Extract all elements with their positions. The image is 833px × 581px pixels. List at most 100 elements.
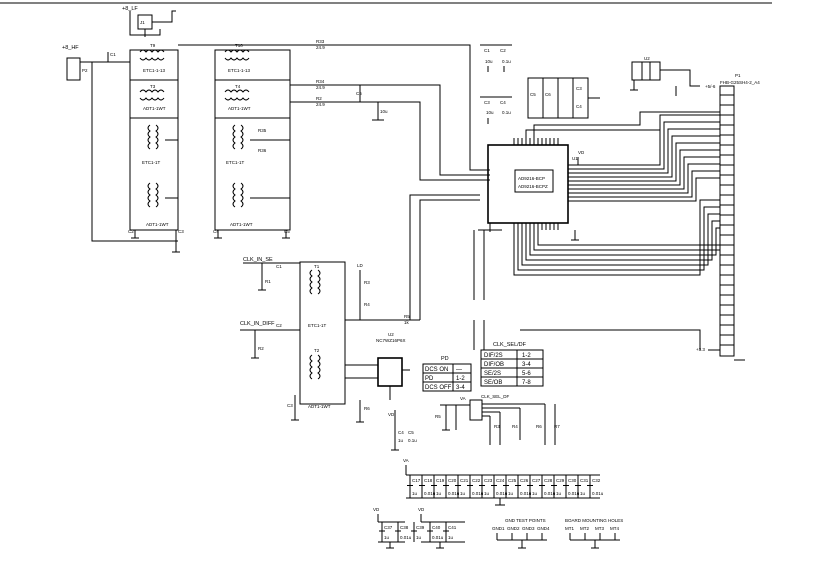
transformer-t4-coil [224, 97, 250, 101]
transformer-t9-coil [139, 57, 165, 61]
cap-label: C5 [530, 92, 536, 97]
cap-label: C4 [576, 104, 582, 109]
cap-label: C3 [484, 100, 490, 105]
connector-p1: P1 FHB-G25SH4-2_A4 +3.3 +5/-6 [520, 73, 760, 361]
pd-row-jumper: 3-4 [456, 385, 465, 391]
transformer-t3-coil [139, 97, 165, 101]
resistor-label: R6 [364, 406, 370, 411]
cap-label: C20 [448, 478, 457, 483]
cap-label: C23 [484, 478, 493, 483]
pd-table: PD DCS ON — PD 1-2 DCS OFF 3-4 [422, 356, 472, 392]
cap-label: C3 [287, 403, 293, 408]
clk-sel-table: CLK_SEL/DF DIF/2S 1-2 DIF/OB 3-4 SE/2S 5… [480, 342, 544, 387]
wire [660, 69, 700, 87]
clk-row-jumper: 1-2 [522, 353, 531, 359]
connector-p1-label: P1 [735, 73, 741, 78]
transformer-t8-coil [240, 182, 244, 208]
transformer-t8-part: ADT1-1WT [230, 222, 253, 227]
cap-label: C1 [484, 48, 490, 53]
transformer-t5-part: ETC1-1T [142, 160, 161, 165]
cap-label: C5 [408, 430, 414, 435]
cap-value: 1u [460, 491, 466, 496]
jack-p2-label: P2 [82, 68, 88, 73]
cap-value: 0.1u [502, 59, 511, 64]
cap-value: 10u [485, 59, 493, 64]
resistor-label-r34: R34 [316, 79, 325, 84]
analog-input-nets: R33 R34 R2 24.9 24.9 24.9 C6 10u [178, 39, 490, 181]
cap-label: C37 [384, 525, 393, 530]
transformer-t7-coil [155, 182, 159, 208]
cap-value: 1u [580, 491, 586, 496]
mounting-hole-label: MT1 [565, 526, 574, 531]
cap-value: 0.01u [544, 491, 556, 496]
transformer-t3-label: T3 [150, 84, 156, 89]
test-point-label: GND4 [537, 526, 550, 531]
cap-label: C30 [568, 478, 577, 483]
transformer-t1-label: T1 [314, 264, 320, 269]
input-section-lf: +8_LF J1 [122, 6, 176, 37]
resistor-label: R5 [435, 414, 441, 419]
cap-value: 1u [412, 491, 418, 496]
power-label-plus8-hf: +8_HF [62, 45, 79, 51]
clock-section: CLK_IN_SE C1 R1 CLK_IN_DIFF C2 R2 T1 ETC… [240, 194, 480, 451]
wire [178, 44, 490, 171]
clock-label-se: CLK_IN_SE [243, 257, 273, 263]
test-point-label: GND1 [492, 526, 505, 531]
resistor-value: 24.9 [316, 85, 325, 90]
transformer-t10-part: ETC1-1-13 [228, 68, 251, 73]
cap-value: 1u [416, 535, 422, 540]
cap-value: 1u [384, 535, 390, 540]
cap-value: 0.01u [432, 535, 444, 540]
cap-label: C4 [500, 100, 506, 105]
cap-value: 10u [380, 109, 388, 114]
jack-p2 [66, 57, 81, 81]
mounting-holes: BOARD MOUNTING HOLES MT1 MT2 MT3 MT4 [565, 518, 623, 549]
pd-row-mode: DCS ON [425, 367, 448, 373]
transformer-t6-coil [232, 124, 236, 150]
clk-row-jumper: 5-6 [522, 371, 531, 377]
cap-value: 0.01u [400, 535, 412, 540]
cap-value: 10u [486, 110, 494, 115]
resistor-label-r33: R33 [316, 39, 325, 44]
cap-label: C28 [544, 478, 553, 483]
transformer-column-2: T10 ETC1-1-13 T4 ADT1-1WT ETC1-1T R35 R3… [213, 43, 291, 239]
connector-p1-body [719, 85, 735, 357]
power-label-3v3: +3.3 [696, 347, 705, 352]
buffer-u2-label: U2 [388, 332, 394, 337]
cap-label: C19 [436, 478, 445, 483]
jack-j1-label: J1 [140, 20, 145, 25]
cap-value: 1u [508, 491, 514, 496]
test-points-title: GND TEST POINTS [505, 518, 546, 523]
transformer-t1-coil [309, 269, 313, 295]
transformer-t9-coil [139, 49, 165, 53]
mounting-hole-label: MT4 [610, 526, 619, 531]
pd-table-frame [422, 363, 472, 392]
cap-label: C27 [532, 478, 541, 483]
transformer-t10-coil [224, 57, 250, 61]
transformer-t2-coil [317, 354, 321, 380]
cap-label-c5: C5 [284, 229, 290, 234]
transformer-t4-coil [224, 89, 250, 93]
wire [290, 84, 490, 176]
power-label-vd: VD [388, 412, 395, 417]
ic-core [514, 169, 554, 193]
buffer-u2-body [377, 357, 403, 387]
resistor-value: 24.9 [316, 45, 325, 50]
resistor-label: R1 [265, 279, 271, 284]
power-label-plus8-lf: +8_LF [122, 6, 138, 12]
resistor-label: R7 [554, 424, 560, 429]
cap-label: C26 [520, 478, 529, 483]
transformer-t2-label: T2 [314, 348, 320, 353]
connector-p1-net: +5/-6 [705, 84, 716, 89]
decoupling-caps: C171uC180.01uC191uC200.01uC211uC220.01uC… [407, 475, 604, 498]
transformer-t7-part: ADT1-1WT [146, 222, 169, 227]
transformer-t9-part: ETC1-1-13 [143, 68, 166, 73]
header-label: U2 [644, 56, 650, 61]
ic-part-alt: AD9216-BCPZ [518, 184, 548, 189]
ic-pins-top [513, 138, 559, 145]
buffer-u2-part: NC7WZ16P6X [376, 338, 406, 343]
pd-row-jumper: — [456, 367, 462, 373]
resistor-label: R2 [258, 346, 264, 351]
cap-value: 0.01u [472, 491, 484, 496]
